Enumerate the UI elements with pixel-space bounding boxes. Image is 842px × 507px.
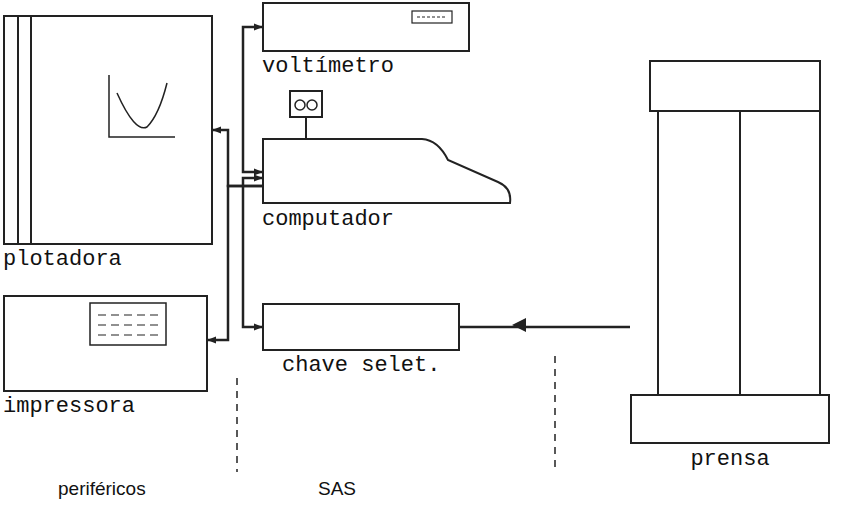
device-node: impressora	[3, 295, 208, 419]
bus-connector	[243, 178, 262, 327]
device-outline	[262, 2, 470, 52]
device-node: plotadora	[3, 15, 213, 272]
section-label: SAS	[318, 478, 356, 500]
device-outline	[262, 303, 460, 351]
device-outline	[630, 60, 830, 445]
device-label: plotadora	[3, 247, 213, 272]
bus-connector	[460, 326, 630, 329]
device-node: chave selet.	[262, 303, 460, 378]
device-drawing	[630, 60, 830, 445]
device-outline	[3, 15, 213, 245]
bus-connector	[208, 186, 262, 340]
section-label: periféricos	[58, 478, 146, 500]
device-outline	[3, 295, 208, 392]
device-label: prensa	[630, 447, 830, 472]
device-outline	[262, 90, 512, 205]
device-label: computador	[262, 207, 512, 232]
device-label: chave selet.	[262, 353, 460, 378]
divider-line	[554, 356, 556, 472]
divider-line	[236, 378, 238, 472]
connector-plug	[512, 318, 526, 332]
device-label: impressora	[3, 394, 208, 419]
device-node: computador	[262, 90, 512, 232]
device-drawing	[3, 295, 208, 392]
device-drawing	[262, 90, 512, 205]
device-drawing	[3, 15, 213, 245]
device-drawing	[262, 303, 460, 351]
device-label: voltímetro	[262, 54, 470, 79]
device-node: voltímetro	[262, 2, 470, 79]
bus-connector	[243, 27, 262, 172]
device-node: prensa	[630, 60, 830, 472]
device-drawing	[262, 2, 470, 52]
